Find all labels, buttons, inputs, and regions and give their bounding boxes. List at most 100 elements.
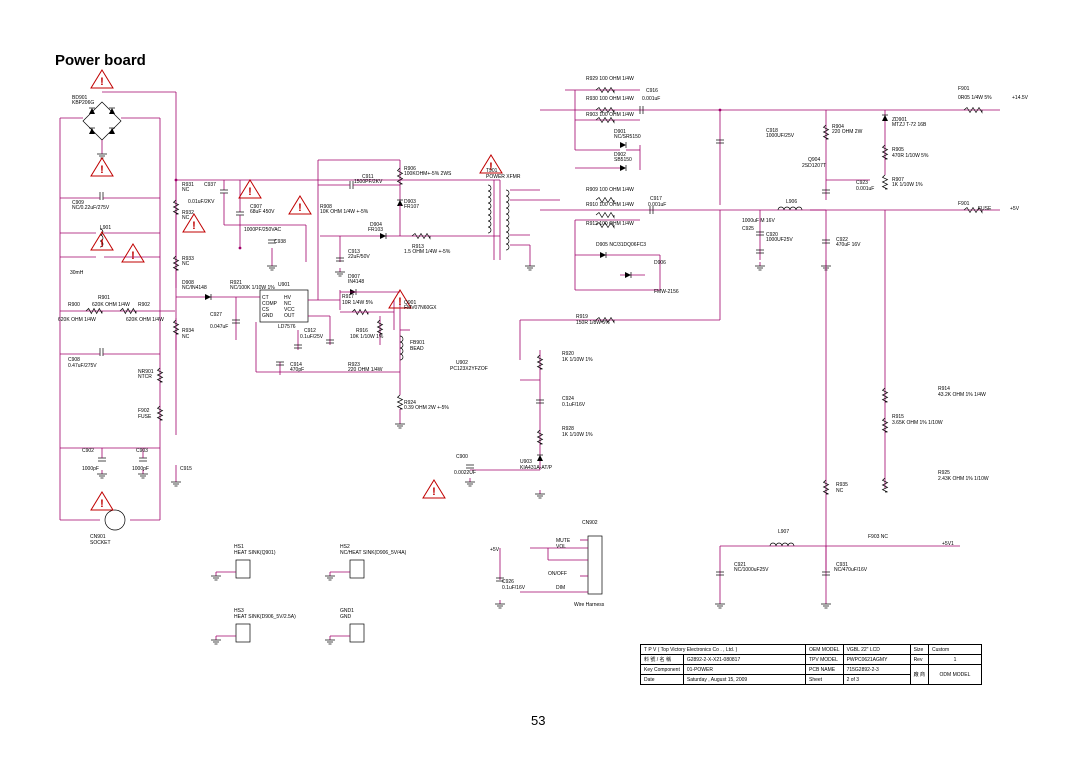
component-label-c914: C914 — [290, 362, 302, 368]
resistor-symbol — [85, 307, 103, 315]
component-label-r904v: 220 OHM 2W — [832, 129, 863, 135]
warning-triangle-icon — [90, 231, 114, 251]
size-label: Size — [909, 644, 929, 655]
component-label-r906: R906 — [404, 166, 416, 172]
component-label-c911: C911 — [362, 174, 374, 180]
component-label-r901v: 620K OHM 1/4W — [92, 302, 130, 308]
warning-triangle-icon — [388, 289, 412, 309]
component-label-d908: D908 — [182, 280, 194, 286]
component-label-l901: L901 — [100, 225, 111, 231]
component-label-r913: R913 — [412, 244, 424, 250]
part-no-value: G2892-2-X-X21-080817 — [682, 654, 807, 665]
component-label-c913: C913 — [348, 249, 360, 255]
component-label-r908v: 10K OHM 1/4W +-5% — [320, 209, 369, 215]
component-label-nr901: NR901 — [138, 369, 154, 375]
component-label-u901p7: VCC — [284, 307, 295, 313]
component-label-c918: C918 — [766, 128, 778, 134]
diode-symbol — [620, 142, 626, 148]
component-label-r925v: 2.43K OHM 1% 1/10W — [938, 476, 989, 482]
resistor-symbol — [881, 477, 889, 493]
component-label-r931: R931 — [182, 182, 194, 188]
component-label-r901: R901 — [98, 295, 110, 301]
warning-mark-icon: ! — [100, 498, 104, 510]
component-label-fuse5: FUSE — [978, 206, 992, 212]
component-label-r932: R932 — [182, 210, 194, 216]
schematic-wires: !!!!!!!!!!! — [59, 69, 1000, 645]
resistor-symbol — [172, 199, 180, 215]
resistor-symbol — [595, 196, 615, 204]
inductor-symbol — [769, 542, 795, 547]
warning-mark-icon: ! — [100, 76, 104, 88]
component-label-nr901v: NTCR — [138, 374, 152, 380]
component-label-c926: C926 — [502, 579, 514, 585]
warning-mark-icon: ! — [298, 202, 302, 214]
component-label-c907: C907 — [250, 204, 262, 210]
sheet-value: 2 of 3 — [842, 674, 911, 685]
component-label-c919: 1000uF M 16V — [742, 218, 775, 224]
part-no-label: 料 號 / 名 稱 — [640, 654, 684, 665]
pcb-name-label: PCB NAME — [805, 664, 844, 675]
tpv-model-value: PWPC0621AGMY — [842, 654, 911, 665]
component-label-f901: F901 — [958, 86, 970, 92]
component-label-q901v: FMV07N60GX — [404, 305, 437, 311]
heat-sink-symbol — [349, 559, 365, 579]
diode-symbol — [109, 108, 115, 114]
component-label-r931v: NC — [182, 187, 190, 193]
component-label-c911v: 1500PF/2KV — [354, 179, 383, 185]
component-label-v5v1: +5V1 — [942, 541, 954, 547]
component-label-c916: C916 — [646, 88, 658, 94]
component-label-u901v: LD7576 — [278, 324, 296, 330]
component-label-r905v: 470R 1/10W 5% — [892, 153, 929, 159]
component-label-c931v: NC/470uF/16V — [834, 567, 868, 573]
component-label-r929: R929 100 OHM 1/4W — [586, 76, 634, 82]
component-label-r924v: 0.39 OHM 2W +-5% — [404, 405, 449, 411]
warning-mark-icon: ! — [398, 296, 402, 308]
component-label-r900: R900 — [68, 302, 80, 308]
component-label-c907v: 68uF 450V — [250, 209, 275, 215]
resistor-symbol — [396, 167, 404, 185]
component-label-hs3v: HEAT SINK(D906_5V/2.5A) — [234, 614, 296, 620]
component-label-f902: F902 — [138, 408, 150, 414]
component-label-d906v: FMW-2156 — [654, 289, 679, 295]
component-label-hs2v: NC/HEAT SINK(D906_5V/4A) — [340, 550, 407, 556]
component-label-u901p2: COMP — [262, 301, 278, 307]
component-label-d904v: FR103 — [368, 227, 383, 233]
component-label-c921v: NC/1000uF25V — [734, 567, 769, 573]
component-label-cn901: CN901 — [90, 534, 106, 540]
component-label-r933v: NC — [182, 261, 190, 267]
warning-triangle-icon — [182, 213, 206, 233]
component-label-r913v: 1.5 OHM 1/4W +-5% — [404, 249, 451, 255]
component-label-l906: L906 — [786, 199, 797, 205]
warning-triangle-icon — [121, 243, 145, 263]
page-number: 53 — [531, 713, 546, 728]
date-value: Saturday , August 15, 2009 — [682, 674, 807, 685]
resistor-symbol — [595, 106, 615, 114]
component-label-u901p5: HV — [284, 295, 292, 301]
component-label-c927: C927 — [210, 312, 222, 318]
component-label-r925: R925 — [938, 470, 950, 476]
component-label-u901p4: GND — [262, 313, 274, 319]
resistor-symbol — [963, 206, 983, 214]
component-label-r910: R910 100 OHM 1/4W — [586, 202, 634, 208]
component-label-r919v: 150R 1/8W 5% — [576, 320, 610, 326]
component-label-c918v: 1000UF/25V — [766, 133, 795, 139]
component-label-f901v: 0R05 1/4W 5% — [958, 95, 992, 101]
diode-symbol — [205, 294, 211, 300]
component-label-c937v: 0.01uF/2KV — [188, 199, 215, 205]
component-label-r905: R905 — [892, 147, 904, 153]
component-label-c917: C917 — [650, 196, 662, 202]
tpv-model-label: TPV MODEL — [805, 654, 844, 665]
warning-mark-icon: ! — [248, 186, 252, 198]
component-label-c903: C903 — [136, 448, 148, 454]
warning-mark-icon: ! — [192, 220, 196, 232]
resistor-symbol — [595, 86, 615, 94]
component-label-d902: D902 — [614, 152, 626, 158]
component-label-c909v: NC/0.22uF/275V — [72, 205, 110, 211]
warning-mark-icon: ! — [100, 164, 104, 176]
component-label-d903v: FR107 — [404, 204, 419, 210]
heat-sink-symbol — [349, 623, 365, 643]
diode-symbol — [620, 165, 626, 171]
component-label-d906: D906 — [654, 260, 666, 266]
resistor-symbol — [536, 429, 544, 445]
